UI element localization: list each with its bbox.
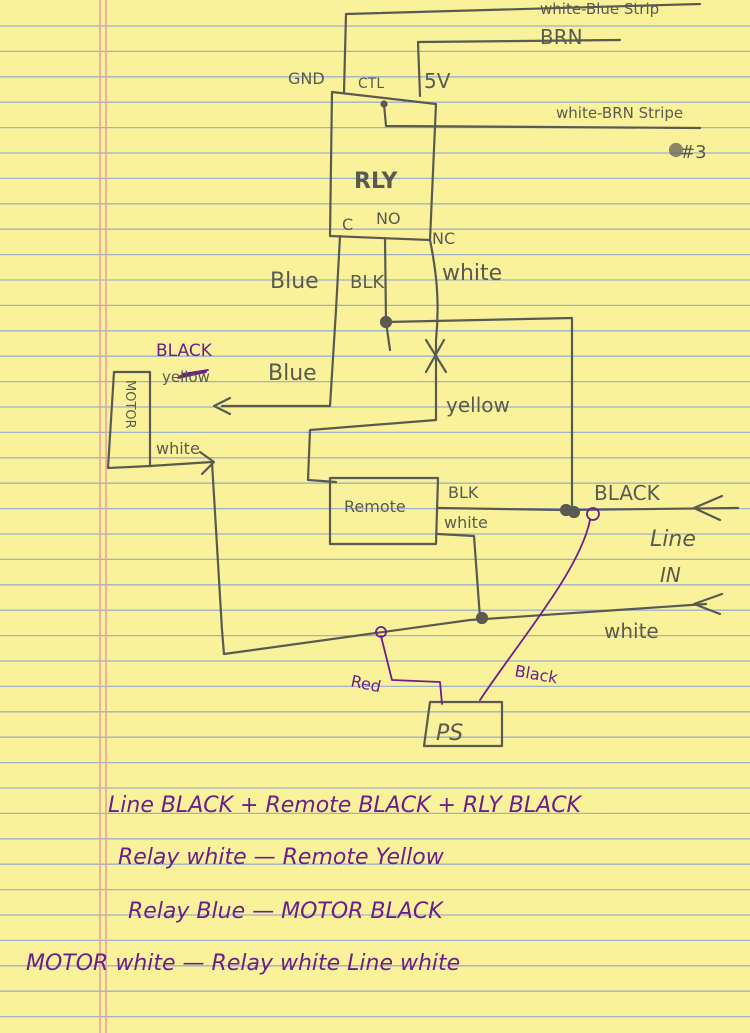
black-bus-wire [384, 316, 574, 512]
ink-labels: BLACK yellow Red Black Line BLACK + Remo… [26, 341, 583, 976]
note-line-4: MOTOR white — Relay white Line white [26, 951, 460, 976]
wire-label-yellow: yellow [446, 393, 510, 417]
white-junction-dot [475, 611, 489, 625]
line-white-label: white [604, 619, 659, 643]
ctl-dot [380, 100, 388, 108]
motor-black-ink-label: BLACK [156, 341, 213, 361]
pencil-labels: RLY GND CTL 5V C NO NC white-Blue Strip … [122, 0, 707, 746]
wire-label-white-brown: white-BRN Stripe [556, 104, 683, 122]
note-line-1: Line BLACK + Remote BLACK + RLY BLACK [108, 793, 583, 818]
remote-black-label: BLK [448, 483, 479, 502]
red-wire [380, 635, 443, 705]
ink-wires [177, 369, 600, 705]
gnd-wire [342, 2, 702, 94]
line-in-label-line: Line [650, 527, 696, 552]
scribble [177, 369, 209, 379]
relay-pin-no: NO [376, 209, 401, 228]
motor-white-wire [148, 460, 708, 656]
wire-label-white: white [442, 261, 502, 286]
remote-box [328, 476, 440, 546]
x-mark [424, 338, 446, 374]
motor-yellow-crossed-label: yellow [162, 368, 210, 386]
wire-label-blue-lower: Blue [268, 361, 317, 386]
pencil-wires [106, 2, 740, 748]
remote-white-label: white [444, 513, 488, 532]
remote-white-wire [436, 532, 482, 620]
relay-pin-ctl: CTL [358, 76, 384, 92]
ps-label: PS [436, 721, 463, 746]
note-line-3: Relay Blue — MOTOR BLACK [128, 899, 444, 924]
line-black-dot [567, 505, 581, 519]
wire-label-black: BLK [350, 272, 385, 293]
line-black-label: BLACK [594, 481, 661, 505]
black-ps-wire [479, 519, 591, 701]
line-in-label-in: IN [660, 563, 681, 587]
ps-box [422, 700, 504, 748]
relay-pin-nc: NC [432, 229, 455, 248]
black-ps-dot [586, 507, 600, 521]
number-3-blob [668, 142, 684, 158]
line-white-arrow [692, 592, 724, 616]
line-black-arrow [692, 494, 724, 522]
relay-label: RLY [354, 169, 399, 194]
5v-wire [416, 38, 622, 98]
motor-label: MOTOR [122, 380, 137, 429]
blue-wire [220, 234, 342, 408]
wire-label-white-blue: white-Blue Strip [540, 0, 659, 18]
wire-label-blue-top: Blue [270, 269, 319, 294]
note-line-2: Relay white — Remote Yellow [118, 845, 445, 870]
motor-white-label: white [156, 439, 200, 458]
ruled-lines [0, 25, 750, 1018]
motor-white-arrow [198, 450, 216, 476]
ctl-wire [382, 102, 702, 130]
wire-label-number-3: #3 [680, 142, 707, 163]
relay-pin-gnd: GND [288, 69, 325, 88]
relay-pin-c: C [342, 215, 353, 234]
remote-label: Remote [344, 497, 406, 516]
wire-label-brown: BRN [540, 25, 583, 49]
motor-black-arrow [212, 396, 232, 416]
white-nc-wire [306, 238, 439, 484]
relay-pin-5v: 5V [424, 69, 451, 93]
